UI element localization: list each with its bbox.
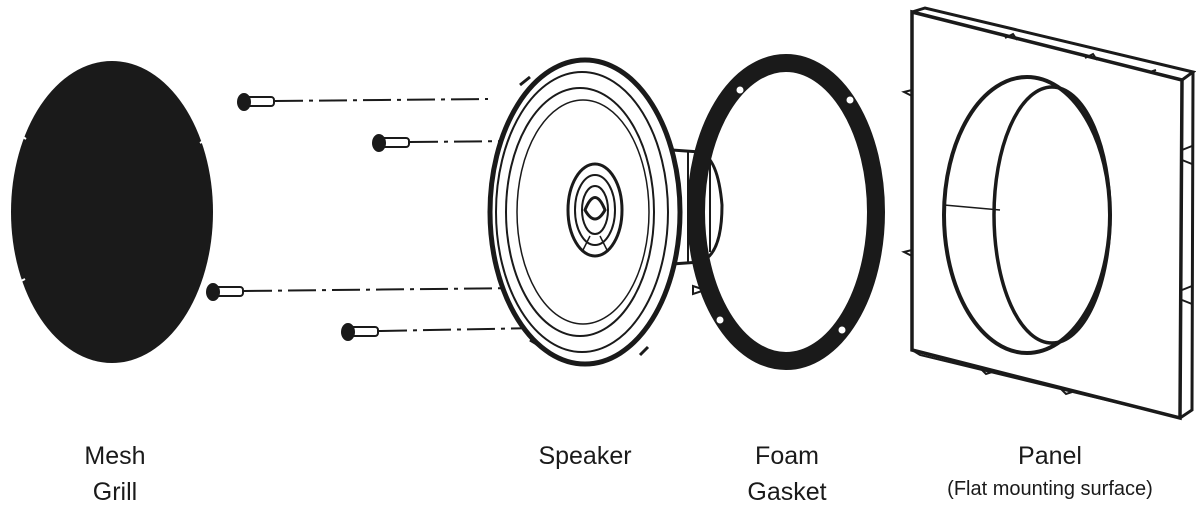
panel: [901, 6, 1196, 421]
label-speaker: Speaker: [510, 438, 660, 474]
label-mesh-grill-line1: Mesh: [84, 442, 146, 470]
label-foam-gasket-line1: Foam: [755, 442, 819, 470]
label-panel-line1: Panel: [1018, 442, 1082, 470]
label-mesh-grill: Mesh Grill: [50, 438, 180, 510]
speaker: [487, 57, 724, 367]
label-foam-gasket: Foam Gasket: [722, 438, 852, 510]
label-speaker-line1: Speaker: [538, 442, 632, 470]
label-panel-line2: (Flat mounting surface): [947, 478, 1153, 500]
mesh-grill: [11, 61, 213, 363]
screw-top-left: [237, 93, 489, 111]
foam-gasket: [687, 54, 885, 370]
label-mesh-grill-line2: Grill: [92, 478, 138, 506]
screw-lower-inner: [341, 323, 541, 341]
label-panel: Panel (Flat mounting surface): [905, 438, 1195, 504]
screw-bottom-left: [206, 283, 526, 301]
label-foam-gasket-line2: Gasket: [747, 478, 827, 506]
